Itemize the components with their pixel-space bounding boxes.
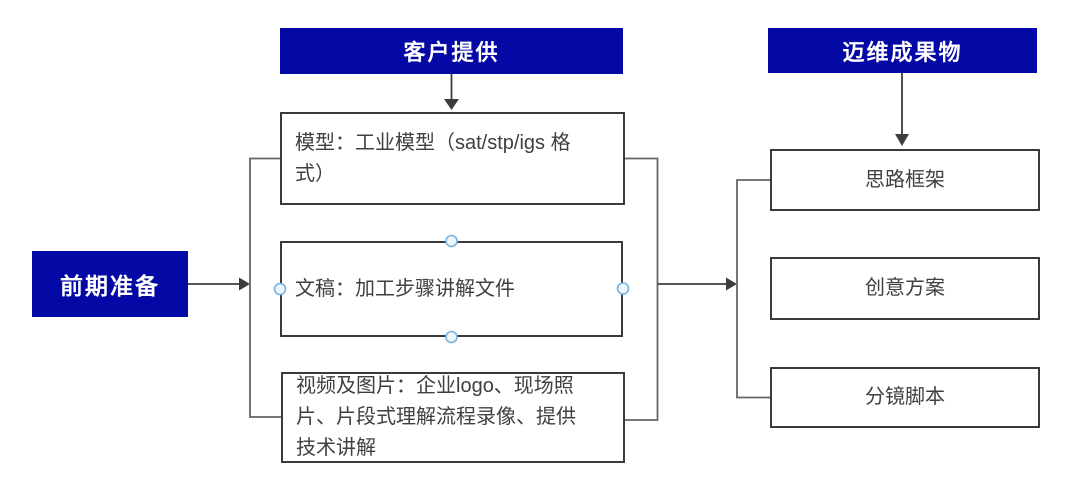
box-document[interactable]: 文稿：加工步骤讲解文件 (280, 241, 623, 337)
box-model[interactable]: 模型：工业模型（sat/stp/igs 格式） (280, 112, 625, 205)
box-idea-framework[interactable]: 思路框架 (770, 149, 1040, 211)
header-maiwei-deliverables-label: 迈维成果物 (842, 39, 963, 65)
node-preliminary-preparation[interactable]: 前期准备 (32, 251, 188, 317)
box-video-and-images[interactable]: 视频及图片：企业logo、现场照片、片段式理解流程录像、提供技术讲解 (281, 372, 625, 463)
box-video-and-images-label: 视频及图片：企业logo、现场照片、片段式理解流程录像、提供技术讲解 (296, 375, 576, 459)
connector-client-left-bracket (249, 157, 281, 418)
header-client-provides-label: 客户提供 (403, 40, 500, 65)
header-client-provides[interactable]: 客户提供 (280, 28, 623, 74)
box-document-label: 文稿：加工步骤讲解文件 (295, 277, 515, 300)
box-model-label: 模型：工业模型（sat/stp/igs 格式） (295, 131, 571, 185)
connector-deliverable-left-bracket (736, 179, 770, 399)
box-idea-framework-label: 思路框架 (865, 168, 945, 191)
arrowhead-deliverable-header-down (895, 134, 909, 146)
connector-client-right-bracket (625, 157, 659, 421)
box-storyboard-script-label: 分镜脚本 (865, 386, 945, 408)
arrowhead-client-header-down (444, 99, 459, 110)
box-creative-plan[interactable]: 创意方案 (770, 257, 1040, 320)
arrowhead-client-to-deliverable (726, 277, 737, 291)
box-storyboard-script[interactable]: 分镜脚本 (770, 367, 1040, 428)
node-preliminary-preparation-label: 前期准备 (60, 273, 160, 299)
header-maiwei-deliverables[interactable]: 迈维成果物 (768, 28, 1037, 73)
box-creative-plan-label: 创意方案 (865, 277, 945, 299)
arrowhead-stage-to-client (239, 277, 250, 291)
